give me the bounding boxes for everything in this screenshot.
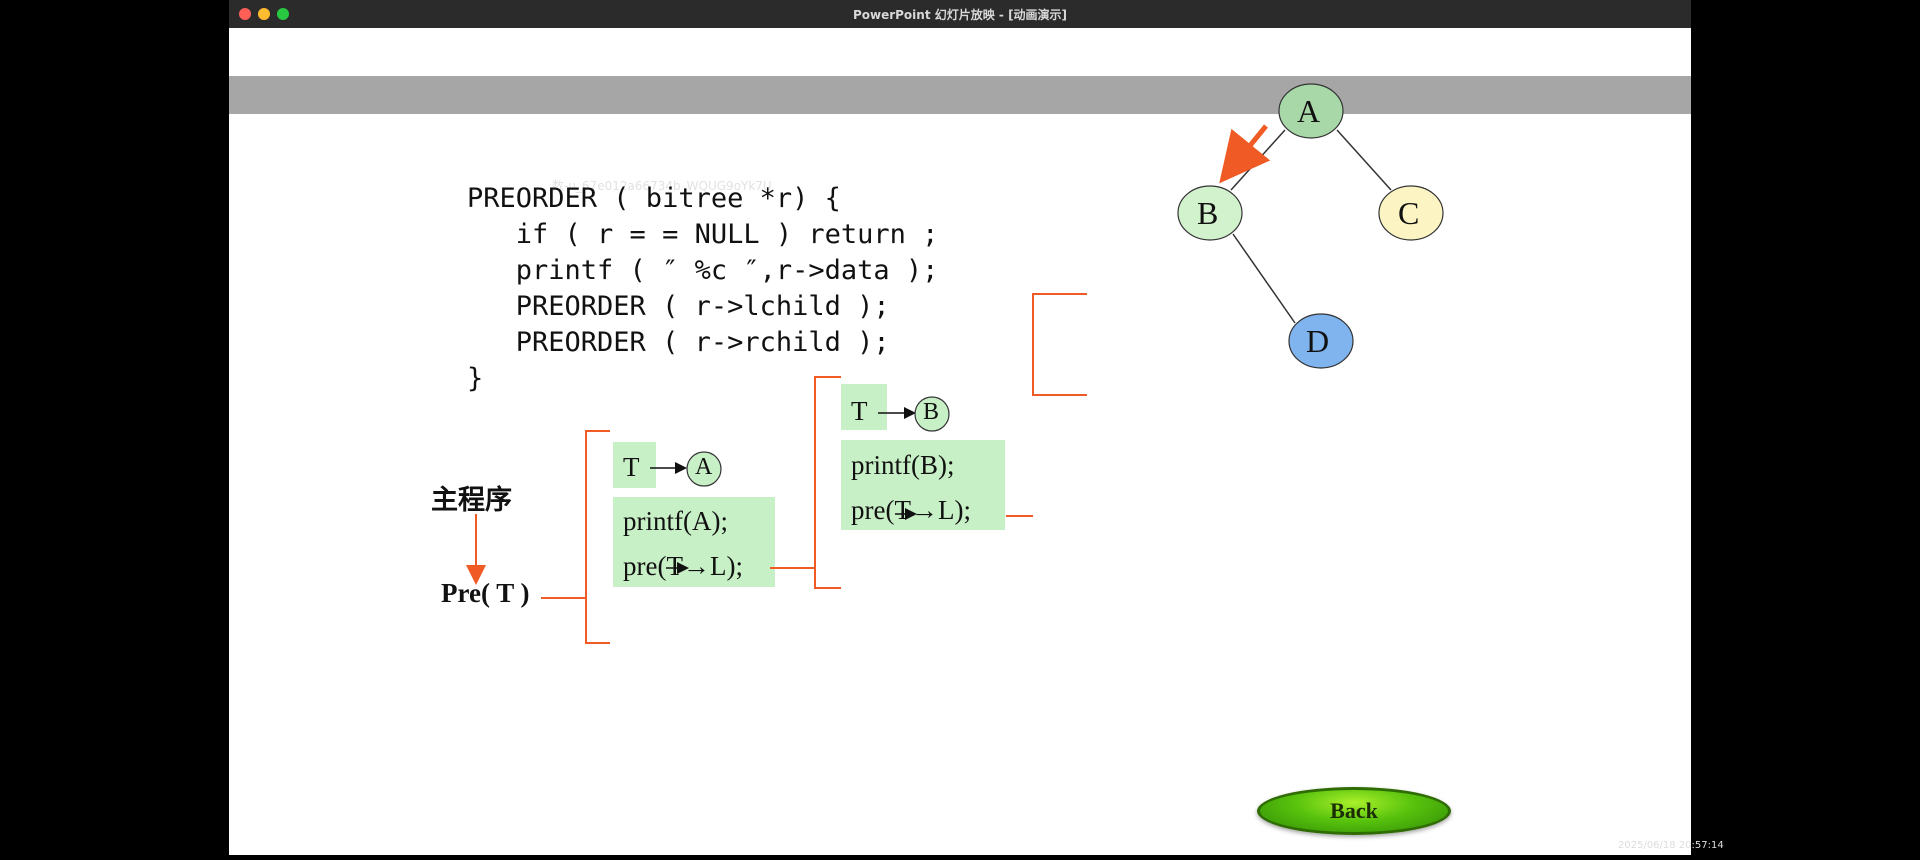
tree-node-c	[1378, 185, 1444, 241]
code-line-5: PREORDER ( r->rchild );	[467, 327, 890, 358]
title-bar: PowerPoint 幻灯片放映 - [动画演示]	[229, 0, 1691, 29]
diagram-lines	[466, 83, 1444, 644]
frame2-body-box	[841, 440, 1005, 530]
slide-header-band	[229, 76, 1691, 114]
frame1-t-box	[613, 442, 656, 488]
fullscreen-window-button[interactable]	[277, 8, 289, 20]
frame2-t-box	[841, 384, 887, 430]
code-line-2: if ( r = = NULL ) return ;	[467, 219, 939, 250]
frame2-node-label: B	[923, 399, 940, 425]
slide-canvas[interactable]: 数-u_67e012a66734b_WQUG9oYk7U PREORDER ( …	[229, 28, 1691, 855]
minimize-window-button[interactable]	[258, 8, 270, 20]
close-window-button[interactable]	[239, 8, 251, 20]
watermark-text: 数-u_67e012a66734b_WQUG9oYk7U	[552, 179, 772, 193]
frame2-node-circle	[914, 396, 950, 432]
tree-pointer-arrow	[1219, 124, 1271, 184]
back-button-label: Back	[1330, 798, 1378, 823]
frame1-t-label: T	[623, 452, 640, 482]
code-line-1: PREORDER ( bitree *r) {	[467, 183, 841, 214]
code-line-3: printf ( ″ %c ″,r->data );	[467, 255, 939, 286]
timestamp-text: 2025/06/18 20:57:14	[1618, 840, 1724, 851]
tree-edge-a-c	[1336, 129, 1392, 191]
tree-node-a-label: A	[1297, 93, 1321, 129]
call-bracket-1	[585, 430, 610, 644]
frame2-pre-left: pre(T→L);	[851, 495, 971, 525]
tree-node-b-label: B	[1197, 195, 1219, 231]
code-line-4: PREORDER ( r->lchild );	[467, 291, 890, 322]
call-bracket-3	[1032, 293, 1087, 396]
pre-call-label: Pre( T )	[441, 578, 530, 608]
frame1-printf: printf(A);	[623, 506, 728, 536]
tree-node-d-label: D	[1306, 323, 1330, 359]
slideshow-window: PowerPoint 幻灯片放映 - [动画演示] 数-u_67e012a667…	[229, 0, 1691, 855]
tree-node-d	[1288, 313, 1354, 369]
main-program-label: 主程序	[431, 485, 512, 516]
tree-node-a	[1278, 83, 1344, 139]
frame1-body-box	[613, 497, 775, 587]
frame1-node-circle	[686, 451, 722, 487]
tree-node-b	[1177, 185, 1243, 241]
window-title: PowerPoint 幻灯片放映 - [动画演示]	[852, 8, 1068, 22]
frame1-pre-left: pre(T→L);	[623, 551, 743, 581]
tree-edge-b-d	[1232, 233, 1296, 324]
frame1-node-label: A	[695, 454, 713, 480]
tree-node-c-label: C	[1398, 195, 1420, 231]
code-line-6: }	[467, 363, 484, 394]
call-bracket-2	[814, 376, 841, 589]
frame2-t-label: T	[851, 396, 868, 426]
frame2-printf: printf(B);	[851, 450, 955, 480]
back-button[interactable]: Back	[1257, 787, 1451, 835]
